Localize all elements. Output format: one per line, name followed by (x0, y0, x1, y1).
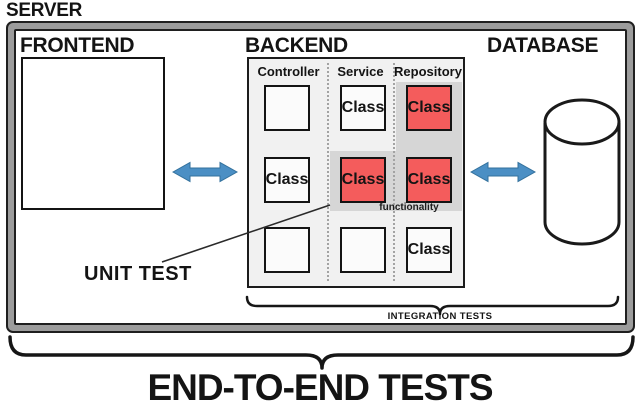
functionality-label: functionality (379, 202, 439, 213)
end-to-end-tests-label: END-TO-END TESTS (147, 367, 493, 404)
column-separator (327, 63, 329, 281)
class-box: Class (264, 157, 310, 203)
column-header-controller: Controller (257, 64, 320, 79)
frontend-backend-arrow-icon (171, 159, 239, 185)
class-box (340, 227, 386, 273)
unit-test-label: UNIT TEST (84, 263, 192, 285)
class-box: Class (340, 157, 386, 203)
integration-tests-label: INTEGRATION TESTS (387, 311, 493, 322)
column-header-service: Service (337, 64, 384, 79)
database-cylinder-icon (541, 96, 623, 248)
class-box: Class (406, 227, 452, 273)
end-to-end-tests-brace (0, 334, 640, 372)
column-separator (393, 63, 395, 281)
column-header-repository: Repository (394, 64, 462, 79)
class-box (264, 85, 310, 131)
unit-test-pointer-line (158, 200, 336, 266)
backend-panel: Controller Service Repository Class Clas… (247, 57, 465, 288)
server-label: SERVER (6, 0, 82, 21)
backend-database-arrow-icon (469, 159, 537, 185)
class-box (264, 227, 310, 273)
class-box: Class (406, 157, 452, 203)
frontend-box (21, 57, 165, 210)
frontend-label: FRONTEND (20, 34, 135, 57)
database-label: DATABASE (487, 34, 599, 57)
class-box: Class (340, 85, 386, 131)
class-box: Class (406, 85, 452, 131)
integration-tests-brace (243, 295, 627, 317)
backend-label: BACKEND (245, 34, 348, 57)
